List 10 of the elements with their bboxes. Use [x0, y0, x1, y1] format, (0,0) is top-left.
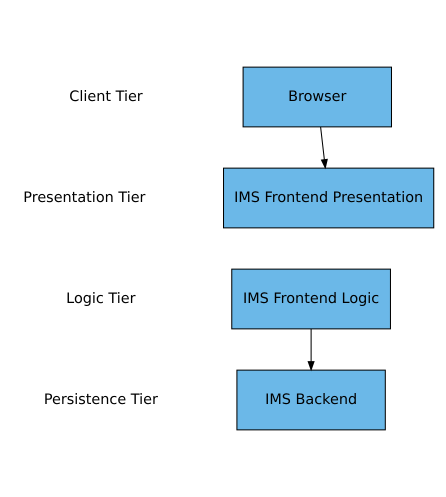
node-box: IMS Backend — [236, 370, 386, 430]
label: Logic Tier — [66, 290, 136, 307]
label: Client Tier — [69, 88, 143, 105]
node-box: IMS Frontend Presentation — [223, 168, 434, 228]
node-box: IMS Frontend Logic — [231, 268, 391, 330]
arrow — [320, 126, 328, 170]
node-box: Browser — [242, 66, 392, 128]
label: Persistence Tier — [44, 392, 158, 408]
label: Presentation Tier — [23, 190, 146, 206]
arrow — [308, 328, 315, 372]
